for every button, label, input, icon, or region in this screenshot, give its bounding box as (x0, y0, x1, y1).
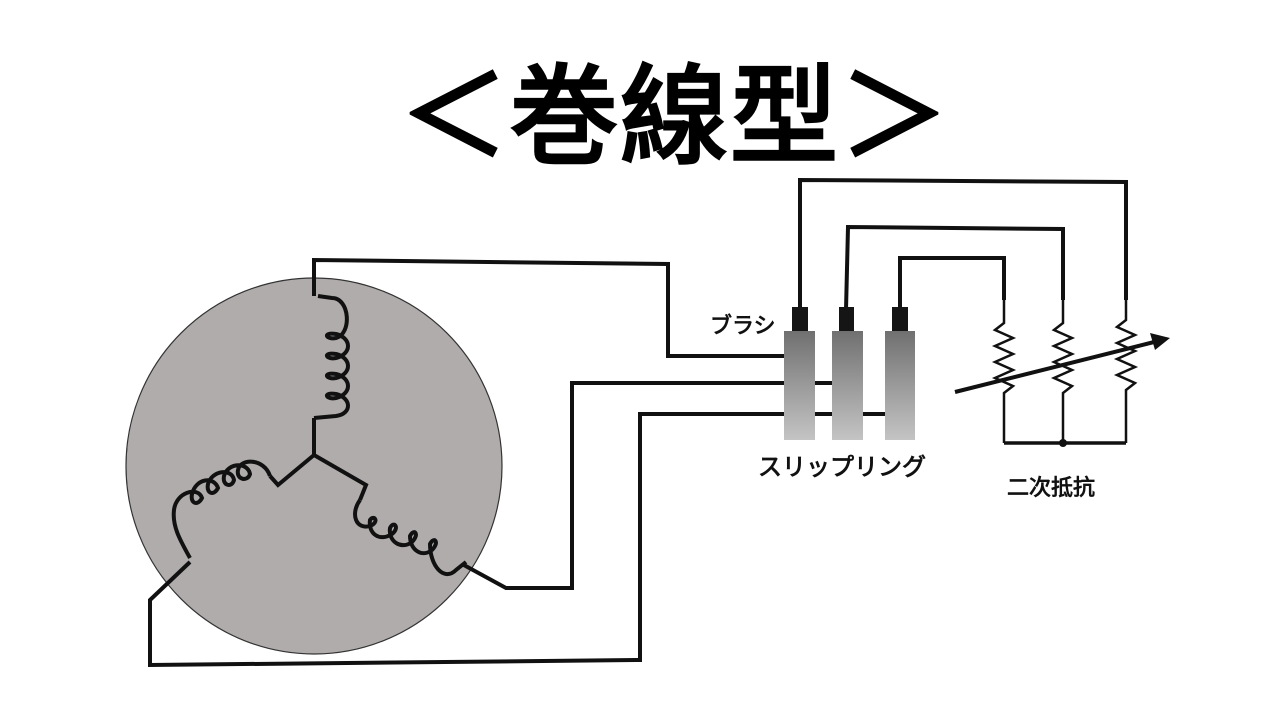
winding-top-lead (312, 257, 786, 358)
brush-2 (839, 307, 854, 331)
winding-right-coil (353, 498, 468, 577)
slip-ring-label: スリップリング (758, 452, 926, 481)
brush1-wire (798, 177, 1128, 310)
resistor-3 (1113, 300, 1139, 443)
neutral-junction-dot (1059, 439, 1067, 447)
secondary-resistance-label: 二次抵抗 (1007, 475, 1096, 501)
brush-1 (792, 307, 808, 331)
winding-right-lead (461, 381, 786, 590)
resistor-2 (1050, 300, 1076, 443)
brush-3 (892, 307, 908, 331)
slip-ring-2 (832, 331, 863, 440)
rotor-disc (125, 277, 503, 655)
winding-top-coil (313, 294, 350, 420)
slip-ring-3 (885, 331, 915, 440)
star-center-lead-right (313, 453, 369, 501)
star-center-lead-left (268, 453, 316, 488)
winding-left-lead (148, 412, 786, 668)
slip-ring-1 (784, 331, 815, 440)
brush3-wire (898, 256, 1006, 310)
brush2-wire (844, 224, 1065, 311)
variable-resistor-arrow (954, 333, 1170, 394)
resistor-1 (991, 300, 1017, 443)
diagram-title: ＜巻線型＞ (399, 55, 950, 180)
winding-left-coil (171, 459, 272, 559)
brush-label: ブラシ (710, 313, 776, 339)
